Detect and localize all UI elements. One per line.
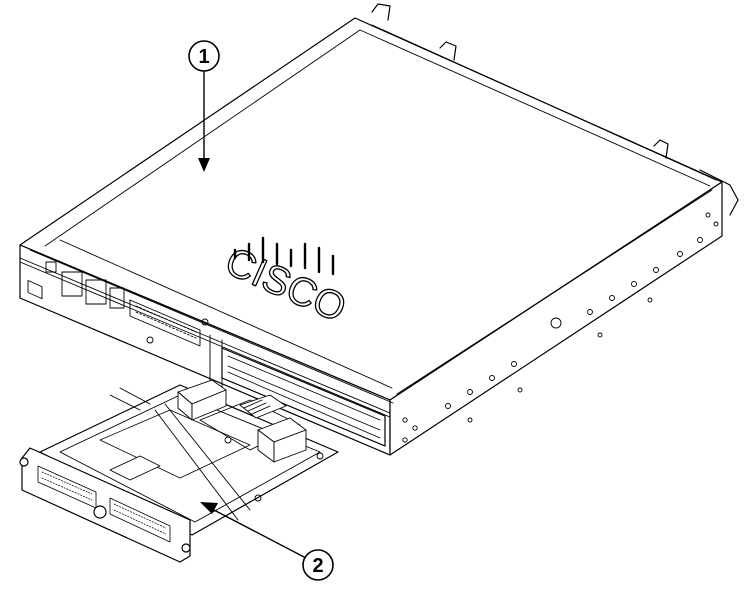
router-chassis: CISCO xyxy=(19,3,739,456)
network-interface-module xyxy=(19,379,339,563)
module-slot-opening xyxy=(221,347,386,447)
callout-1-circle xyxy=(188,40,220,72)
module-base-inner xyxy=(59,394,321,523)
side-vent-holes xyxy=(402,212,719,443)
callout-2-arrowhead xyxy=(200,502,218,514)
callout-2-number: 2 xyxy=(312,555,323,577)
cisco-logo-bars xyxy=(233,236,335,276)
module-components xyxy=(109,379,324,502)
top-rail-lines xyxy=(29,24,717,404)
front-ports xyxy=(27,261,209,347)
callout-1: 1 xyxy=(188,40,220,172)
module-guide-rails xyxy=(109,387,251,521)
callout-2-leader xyxy=(213,509,305,558)
callout-1-number: 1 xyxy=(198,46,209,68)
module-faceplate xyxy=(21,447,191,563)
front-bezel-lines xyxy=(19,257,391,418)
faceplate-thumbscrews xyxy=(19,457,191,553)
callout-2-circle xyxy=(302,549,334,581)
rear-mount-ears xyxy=(371,3,739,216)
callout-2: 2 xyxy=(200,502,334,581)
callout-1-arrowhead xyxy=(198,158,210,172)
